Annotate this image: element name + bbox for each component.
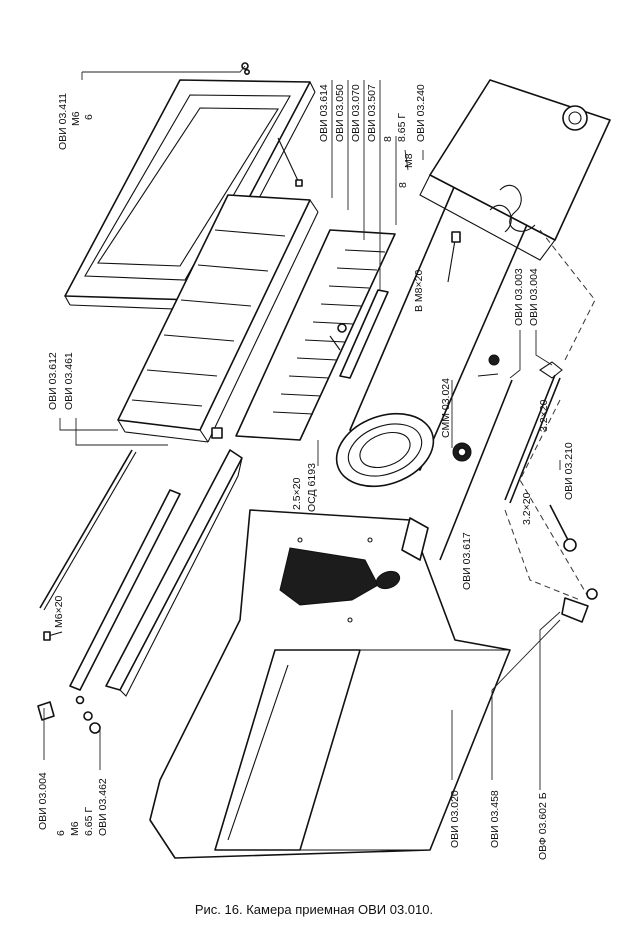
label-ovi-03-458: ОВИ 03.458 [489,790,501,848]
small-bar-507 [337,289,389,379]
label-3-2x20-b: 3.2×20 [521,492,533,525]
pin-2-5x20 [329,335,341,351]
label-ovi-03-614: ОВИ 03.614 [318,84,330,142]
left-fasteners [37,631,101,734]
shaft-617 [439,373,513,561]
label-b-m8x20: В М8×20 [413,270,425,312]
label-8-65g-top: 8.65 Г [396,113,408,142]
threaded-bolt-210 [549,504,577,552]
label-osd-6193: ОСД 6193 [306,463,318,512]
label-8-mid: 8 [397,182,409,188]
label-6-65g-left: 6.65 Г [83,807,95,836]
auger-housing [419,79,611,261]
label-ovi-03-020: ОВИ 03.020 [449,790,461,848]
label-m6x20: М6×20 [53,595,65,628]
flange-plate-617 [401,517,429,561]
label-m6-top: М6 [70,111,82,126]
label-ovi-03-411: ОВИ 03.411 [57,93,69,150]
label-ovi-03-462: ОВИ 03.462 [97,778,109,836]
label-ovi-03-507: ОВИ 03.507 [366,84,378,142]
label-smm-03-024: СММ 03.024 [440,378,452,438]
label-ovi-03-617: ОВИ 03.617 [461,532,473,590]
label-ovi-03-004-left: ОВИ 03.004 [37,772,49,830]
label-8-top: 8 [382,136,394,142]
nut-smm-024 [452,354,500,462]
label-6-top: 6 [83,114,95,120]
slotted-tray [117,194,319,443]
label-m8-top: М8 [403,153,415,168]
label-ovf-03-602b: ОВФ 03.602 Б [537,792,549,860]
label-ovi-03-004-right: ОВИ 03.004 [528,268,540,326]
figure-caption: Рис. 16. Камера приемная ОВИ 03.010. [194,902,434,917]
label-m6-left: М6 [69,821,81,836]
chamber-body [149,509,511,859]
rod-210 [504,361,563,504]
dashed-assembly-lines [504,229,596,601]
label-ovi-03-050: ОВИ 03.050 [334,84,346,142]
finger-comb [211,229,396,441]
label-6-left: 6 [55,830,67,836]
label-ovi-03-210: ОВИ 03.210 [563,442,575,500]
angle-bar-461 [69,449,243,697]
bolt-m8x20 [447,231,461,283]
label-2-5x20: 2.5×20 [291,477,303,510]
label-3-2x20-a: 3.2×20 [538,399,550,432]
label-ovi-03-612: ОВИ 03.612 [47,352,59,410]
label-ovi-03-240: ОВИ 03.240 [415,84,427,142]
part-labels: ОВИ 03.411 М6 6 ОВИ 03.614 ОВИ 03.050 ОВ… [37,84,575,860]
bracket-602b [561,588,598,623]
leader-lines [43,65,561,790]
label-ovi-03-070: ОВИ 03.070 [350,84,362,142]
label-ovi-03-461: ОВИ 03.461 [63,352,75,410]
label-ovi-03-003: ОВИ 03.003 [513,268,525,326]
long-rod-612 [39,449,137,611]
